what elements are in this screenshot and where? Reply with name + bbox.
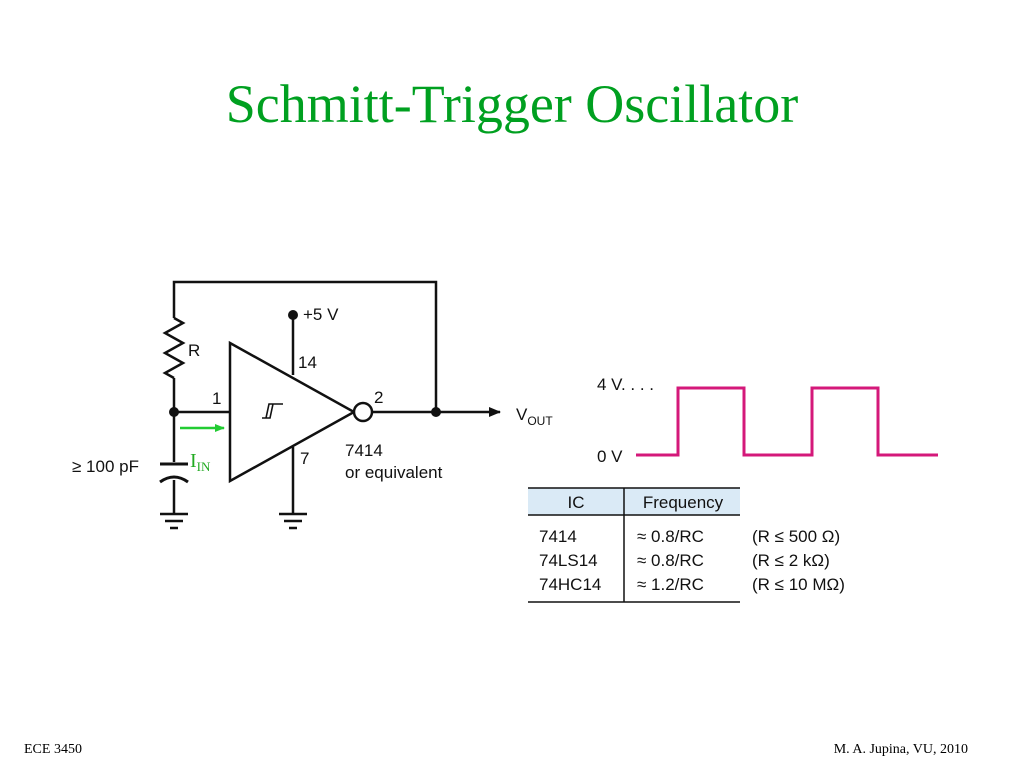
footer-course: ECE 3450 [24,742,82,757]
table-cell-ic: 7414 [539,527,577,546]
pin-output-label: 2 [374,388,383,407]
junction-dot [169,407,179,417]
table-cell-condition: (R ≤ 2 kΩ) [752,551,830,570]
table-header-frequency: Frequency [643,493,724,512]
slide-title: Schmitt-Trigger Oscillator [225,74,799,134]
capacitor-label: ≥ 100 pF [72,457,139,476]
table-cell-condition: (R ≤ 500 Ω) [752,527,840,546]
current-label: IIN [190,450,211,474]
table-cell-frequency: ≈ 1.2/RC [637,575,704,594]
table-cell-frequency: ≈ 0.8/RC [637,527,704,546]
footer-author: M. A. Jupina, VU, 2010 [833,742,968,757]
supply-label: +5 V [303,305,339,324]
table-row: 74HC14 ≈ 1.2/RC (R ≤ 10 MΩ) [539,575,845,594]
resistor [162,316,186,380]
ic-note: or equivalent [345,463,443,482]
ground-icon [279,512,307,530]
table-cell-frequency: ≈ 0.8/RC [637,551,704,570]
table-cell-ic: 74LS14 [539,551,598,570]
pin-gnd-label: 7 [300,449,309,468]
ic-name: 7414 [345,441,383,460]
resistor-label: R [188,341,200,360]
junction-dot [431,407,441,417]
output-label-sub: OUT [527,414,553,428]
current-label-main: I [190,450,197,472]
square-waveform [636,386,938,457]
capacitor-plate-bottom [159,475,189,484]
waveform-high-label: 4 V. . . . [597,375,654,394]
feedback-wire-top [172,280,438,412]
current-label-sub: IN [197,459,211,474]
output-label-main: V [516,405,528,424]
inverter-gate [228,340,357,484]
pin-input-label: 1 [212,389,221,408]
table-header-background [528,488,740,515]
table-row: 74LS14 ≈ 0.8/RC (R ≤ 2 kΩ) [539,551,830,570]
table-cell-condition: (R ≤ 10 MΩ) [752,575,845,594]
pin-vcc-label: 14 [298,353,317,372]
inverter-bubble [352,401,374,423]
supply-terminal [288,310,298,320]
waveform-low-label: 0 V [597,447,623,466]
table-row: 7414 ≈ 0.8/RC (R ≤ 500 Ω) [539,527,840,546]
schmitt-trigger-symbol [262,403,283,419]
ground-icon [160,512,188,530]
output-label: VOUT [516,405,553,428]
table-header-ic: IC [568,493,585,512]
table-cell-ic: 74HC14 [539,575,601,594]
